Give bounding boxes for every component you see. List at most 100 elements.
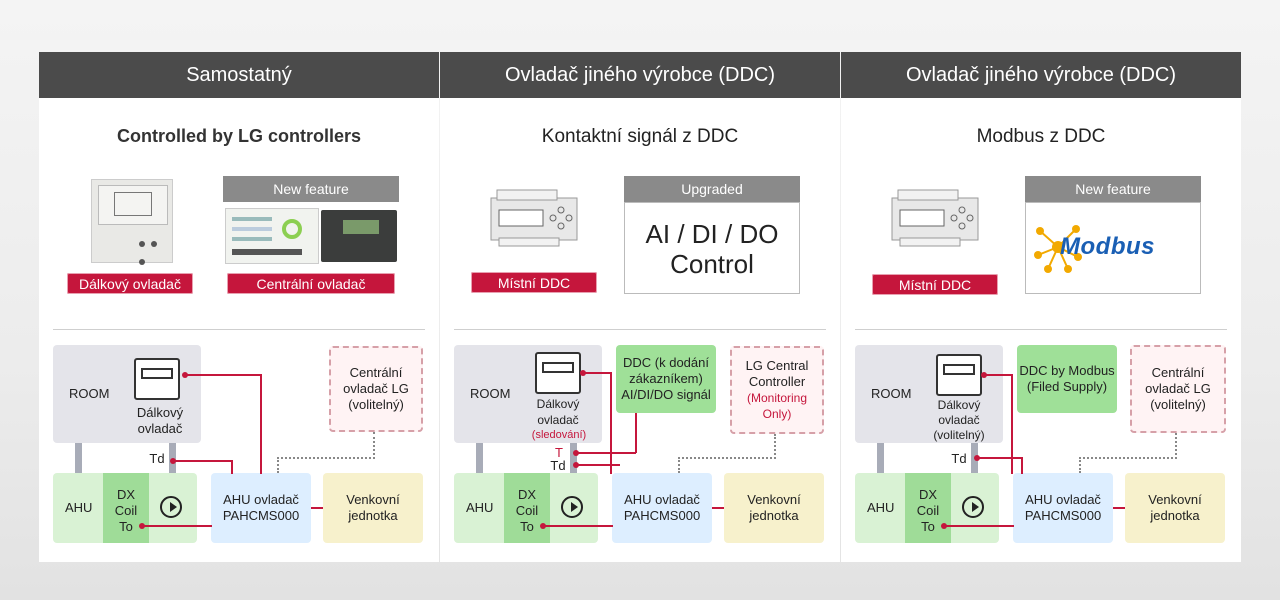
dotted-line: [373, 432, 377, 459]
to-label: To: [520, 519, 534, 534]
modbus-network-icon: [1034, 225, 1082, 273]
fan-icon: [962, 496, 984, 518]
outdoor-unit-text: Venkovní jednotka: [1148, 492, 1202, 523]
to-label: To: [119, 519, 133, 534]
dotted-line: [774, 434, 778, 459]
td-label: Td: [550, 458, 566, 473]
panel-header: Ovladač jiného výrobce (DDC): [841, 52, 1241, 98]
dotted-line: [277, 457, 375, 473]
remote-icon: [134, 358, 180, 400]
room-box: ROOM: [454, 345, 602, 443]
pipe-left: [877, 443, 884, 473]
modbus-logo-box: Modbus: [1025, 202, 1201, 294]
td-label: Td: [951, 451, 967, 466]
wire-dot: [540, 523, 546, 529]
ddc-device-image: [891, 189, 979, 247]
dx-coil-box: DX Coil: [905, 473, 951, 543]
wire: [185, 374, 261, 376]
wire: [635, 413, 637, 453]
outdoor-unit-box: Venkovní jednotka: [1125, 473, 1225, 543]
fan-icon: [160, 496, 182, 518]
remote-text: Dálkový ovladač (volitelný): [933, 398, 985, 442]
wire: [944, 525, 1014, 527]
ahu-controller-box: AHU ovladač PAHCMS000: [211, 473, 311, 543]
room-label: ROOM: [69, 386, 110, 401]
remote-note: (sledování): [531, 429, 587, 441]
ddc-text: DDC by Modbus (Filed Supply): [1019, 363, 1115, 394]
dx-coil-label: DX Coil: [114, 487, 138, 518]
pipe-left: [75, 443, 82, 473]
outdoor-unit-text: Venkovní jednotka: [346, 492, 400, 523]
panel-subtitle: Kontaktní signál z DDC: [541, 126, 739, 147]
wire: [1021, 457, 1023, 474]
pipe-left: [476, 443, 483, 473]
remote-controller-label: Dálkový ovladač: [67, 273, 193, 294]
ahu-label: AHU: [65, 500, 93, 515]
panel-ddc-contact: Ovladač jiného výrobce (DDC) Kontaktní s…: [440, 52, 840, 562]
wire: [142, 525, 212, 527]
remote-icon: [936, 354, 982, 396]
wire-dot: [981, 372, 987, 378]
divider: [855, 329, 1227, 330]
wire-dot: [170, 458, 176, 464]
pipe-right: [570, 443, 577, 473]
central-controller-text: Centrální ovladač LG (volitelný): [1145, 365, 1211, 412]
outdoor-unit-text: Venkovní jednotka: [747, 492, 801, 523]
modbus-logo-text: Modbus: [1060, 233, 1155, 260]
local-ddc-label: Místní DDC: [872, 274, 998, 295]
ahu-controller-box: AHU ovladač PAHCMS000: [1013, 473, 1113, 543]
wire-dot: [139, 523, 145, 529]
wire: [172, 460, 232, 462]
outdoor-unit-box: Venkovní jednotka: [323, 473, 423, 543]
panel-header: Ovladač jiného výrobce (DDC): [440, 52, 840, 98]
ddc-device-image: [490, 189, 578, 247]
ahu-label: AHU: [466, 500, 494, 515]
to-label: To: [921, 519, 935, 534]
dx-coil-label: DX Coil: [515, 487, 539, 518]
central-controller-box: Centrální ovladač LG (volitelný): [329, 346, 423, 432]
new-feature-tag: New feature: [223, 176, 399, 202]
ai-di-do-box: AI / DI / DO Control: [624, 202, 800, 294]
panel-subtitle: Modbus z DDC: [976, 126, 1106, 147]
central-controller-text: LG Central Controller: [745, 358, 809, 389]
ddc-text: DDC (k dodání zákazníkem) AI/DI/DO signá…: [621, 355, 711, 402]
wire: [583, 372, 611, 374]
wire: [576, 452, 636, 454]
dx-coil-box: DX Coil: [504, 473, 550, 543]
wire: [610, 372, 612, 474]
ddc-box: DDC by Modbus (Filed Supply): [1017, 345, 1117, 413]
remote-text: Dálkový ovladač: [536, 397, 580, 427]
wire: [543, 525, 613, 527]
wire: [260, 374, 262, 474]
dotted-line: [1079, 457, 1177, 473]
wire-dot: [573, 462, 579, 468]
outdoor-unit-box: Venkovní jednotka: [724, 473, 824, 543]
ahu-controller-text: AHU ovladač PAHCMS000: [623, 492, 701, 523]
t-label: T: [555, 445, 563, 460]
wire-dot: [974, 455, 980, 461]
fan-icon: [561, 496, 583, 518]
central-controller-text: Centrální ovladač LG (volitelný): [343, 365, 409, 412]
wire: [1113, 507, 1125, 509]
remote-text: Dálkový ovladač: [136, 405, 184, 436]
panel-subtitle: Controlled by LG controllers: [116, 126, 362, 146]
remote-icon: [535, 352, 581, 394]
wire: [977, 457, 1023, 459]
new-feature-tag: New feature: [1025, 176, 1201, 202]
dx-coil-box: DX Coil: [103, 473, 149, 543]
wire: [1011, 374, 1013, 474]
upgraded-tag: Upgraded: [624, 176, 800, 202]
room-label: ROOM: [871, 386, 912, 401]
room-label: ROOM: [470, 386, 511, 401]
central-controller-box: LG Central Controller (Monitoring Only): [730, 346, 824, 434]
wire-dot: [573, 450, 579, 456]
wire: [231, 460, 233, 474]
panel-ddc-modbus: Ovladač jiného výrobce (DDC) Modbus z DD…: [841, 52, 1241, 562]
remote-controller-image: [91, 179, 173, 265]
wire-dot: [182, 372, 188, 378]
panel-standalone: Samostatný Controlled by LG controllers …: [39, 52, 439, 562]
ahu-controller-box: AHU ovladač PAHCMS000: [612, 473, 712, 543]
panel-header: Samostatný: [39, 52, 439, 98]
control-text: Control: [670, 249, 754, 279]
ai-di-do-text: AI / DI / DO: [645, 219, 779, 249]
